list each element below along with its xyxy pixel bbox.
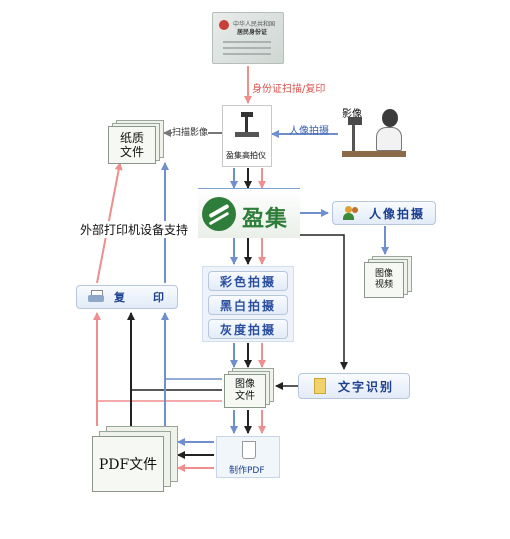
id-scan-copy-label: 身份证扫描/复印: [252, 84, 326, 95]
scan-image-label: 扫描影像: [172, 125, 209, 138]
bin-icon: [242, 441, 256, 459]
brand-name: 盈集: [242, 207, 289, 232]
portrait-capture-button[interactable]: 人像拍摄: [332, 201, 436, 225]
scanner-icon: [233, 112, 261, 138]
gray-capture-button[interactable]: 灰度拍摄: [208, 319, 288, 339]
portrait-capture-label: 人像拍摄: [289, 126, 329, 137]
ocr-button-label: 文字识别: [337, 379, 394, 394]
camera-stand-icon: [352, 119, 355, 153]
paper-document-stack: 纸质 文件: [108, 120, 166, 164]
bw-capture-label: 黑白拍摄: [219, 298, 276, 313]
scanner-name: 盈集高拍仪: [226, 151, 266, 160]
id-card-text-lines: [223, 41, 271, 43]
ocr-button[interactable]: 文字识别: [298, 373, 410, 399]
document-icon: [313, 378, 326, 394]
camera-label: 影像: [342, 109, 362, 120]
make-pdf-box[interactable]: 制作PDF: [216, 436, 280, 478]
id-card-image: 中华人民共和国 居民身份证: [212, 12, 284, 64]
desk-icon: [342, 151, 406, 157]
bw-capture-button[interactable]: 黑白拍摄: [208, 295, 288, 315]
arrow-brand-to-ocr: [300, 234, 348, 370]
id-card-line1: 中华人民共和国: [233, 21, 276, 28]
brand-banner: 盈集: [198, 188, 300, 238]
paper-document-label: 纸质 文件: [119, 131, 144, 159]
image-video-label: 图像 视频: [374, 269, 393, 290]
portrait-capture-label-btn: 人像拍摄: [368, 206, 425, 221]
image-file-label: 图像 文件: [235, 379, 255, 402]
id-card-emblem-icon: [219, 20, 229, 30]
brand-logo-icon: [202, 197, 236, 231]
make-pdf-label: 制作PDF: [229, 466, 265, 476]
printer-icon: [88, 290, 104, 304]
pdf-file-stack: PDF文件: [92, 426, 180, 492]
portrait-camera-illustration: 影像: [338, 105, 410, 163]
image-file-stack: 图像 文件: [224, 368, 276, 410]
id-card-line2: 居民身份证: [237, 29, 268, 36]
pdf-file-label: PDF文件: [98, 457, 158, 473]
image-video-stack: 图像 视频: [364, 256, 414, 300]
person-icon: [342, 206, 361, 220]
color-capture-label: 彩色拍摄: [219, 274, 276, 289]
external-printer-support-label: 外部打印机设备支持: [80, 221, 189, 238]
camera-head-icon: [348, 117, 362, 125]
copy-button[interactable]: 复 印: [76, 285, 178, 309]
copy-button-label: 复 印: [114, 291, 166, 304]
scanner-device: 盈集高拍仪: [222, 105, 272, 167]
gray-capture-label: 灰度拍摄: [219, 322, 276, 337]
color-capture-button[interactable]: 彩色拍摄: [208, 271, 288, 291]
person-body-icon: [376, 127, 402, 151]
person-head-icon: [382, 109, 398, 127]
